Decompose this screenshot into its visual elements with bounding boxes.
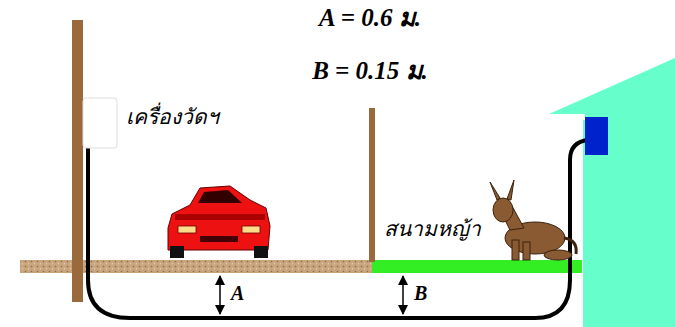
dimension-letter: B bbox=[414, 282, 427, 304]
part-name: สนามหญ้า bbox=[384, 218, 481, 241]
dimension-value: B = 0.15 ม. bbox=[312, 57, 428, 85]
car bbox=[168, 186, 270, 258]
meter bbox=[83, 98, 117, 148]
fence-post bbox=[369, 108, 375, 262]
lawn bbox=[372, 260, 582, 273]
part-name: เครื่องวัดฯ bbox=[126, 106, 219, 129]
dimension-arrow bbox=[402, 276, 404, 314]
house-panel bbox=[585, 117, 608, 155]
dimension-arrow bbox=[219, 276, 221, 314]
house bbox=[540, 58, 675, 327]
dimension-value: A = 0.6 ม. bbox=[319, 4, 421, 32]
dimension-letter: A bbox=[231, 282, 244, 304]
pole bbox=[72, 20, 83, 302]
cable bbox=[88, 140, 588, 318]
donkey bbox=[490, 180, 576, 260]
